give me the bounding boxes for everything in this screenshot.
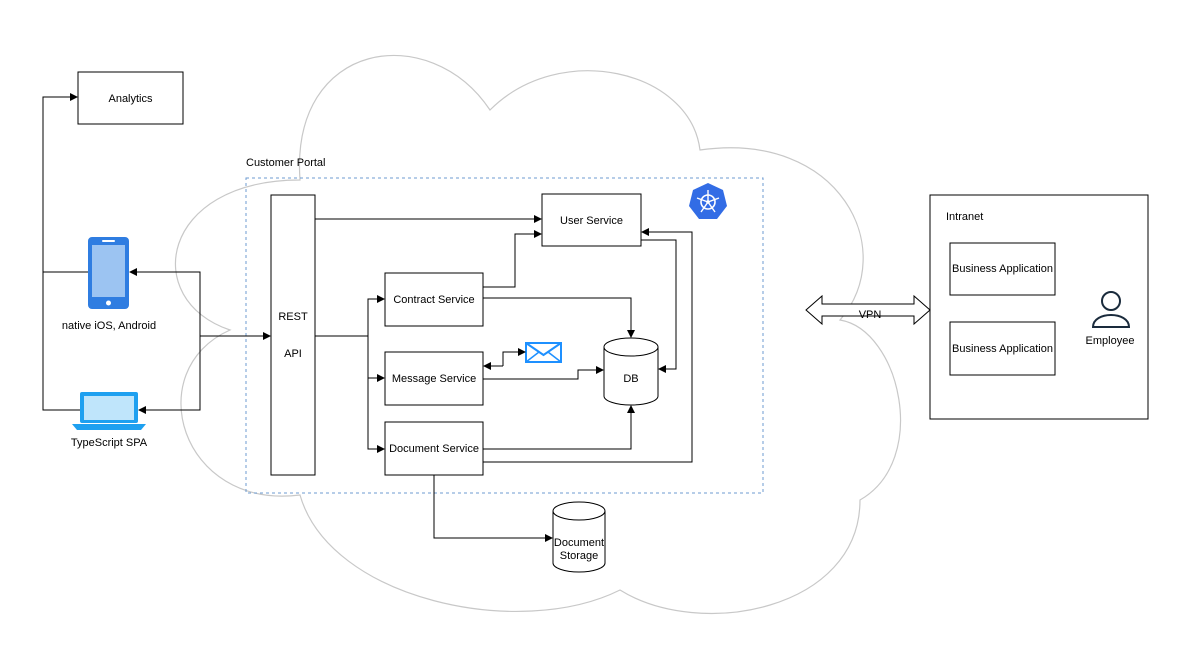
document-service-box[interactable] [384, 421, 484, 476]
document-storage-label-line2: Storage [560, 550, 599, 562]
laptop-to-analytics-edge [42, 272, 80, 411]
rest-api-label-line2: API [284, 348, 302, 360]
kubernetes-icon [689, 183, 727, 219]
contract-service-label: Contract Service [393, 294, 474, 306]
web-client-label: TypeScript SPA [71, 437, 148, 449]
db-cylinder[interactable] [603, 337, 659, 406]
user-service-box[interactable] [541, 193, 642, 247]
message-service-to-mail-edge [502, 348, 526, 366]
contract-service-to-user-service-edge [483, 230, 542, 288]
user-service-to-db-edge [641, 239, 677, 373]
business-application-1-label: Business Application [952, 263, 1053, 275]
rest-api-box[interactable] [270, 194, 316, 476]
business-application-2-label: Business Application [952, 343, 1053, 355]
contract-service-to-db-edge [483, 297, 635, 338]
vpn-label: VPN [859, 309, 882, 321]
message-service-to-db-edge [483, 366, 604, 380]
user-icon [1091, 291, 1131, 328]
intranet-label: Intranet [946, 211, 983, 223]
document-service-to-user-service-edge [483, 228, 693, 463]
rest-api-to-mobile-edge [129, 268, 201, 336]
contract-service-box[interactable] [384, 272, 484, 327]
rest-api-label-line1: REST [278, 311, 308, 323]
envelope-icon [525, 342, 562, 363]
rest-api-to-laptop-edge [138, 336, 201, 414]
document-service-label: Document Service [389, 443, 479, 455]
document-storage-label-line1: Document [554, 537, 604, 549]
smartphone-icon [88, 237, 129, 309]
vpn-double-arrow [805, 294, 931, 326]
document-service-to-db-edge [483, 405, 635, 450]
business-application-2-box[interactable] [949, 321, 1056, 376]
rest-api-to-contract-service-edge [367, 295, 385, 336]
user-service-label: User Service [560, 215, 623, 227]
laptop-icon [72, 392, 146, 430]
document-storage-cylinder[interactable] [552, 501, 606, 573]
message-service-box[interactable] [384, 351, 484, 406]
db-label: DB [623, 373, 638, 385]
message-service-label: Message Service [392, 373, 476, 385]
document-service-to-storage-edge [433, 475, 553, 542]
intranet-box[interactable] [929, 194, 1149, 420]
mobile-client-label: native iOS, Android [62, 320, 156, 332]
business-application-1-box[interactable] [949, 242, 1056, 296]
mobile-to-analytics-edge [42, 93, 88, 273]
analytics-box[interactable] [77, 71, 184, 125]
employee-label: Employee [1086, 335, 1135, 347]
customer-portal-label: Customer Portal [246, 157, 325, 169]
rest-api-to-document-service-edge [367, 378, 385, 453]
analytics-label: Analytics [108, 93, 153, 105]
